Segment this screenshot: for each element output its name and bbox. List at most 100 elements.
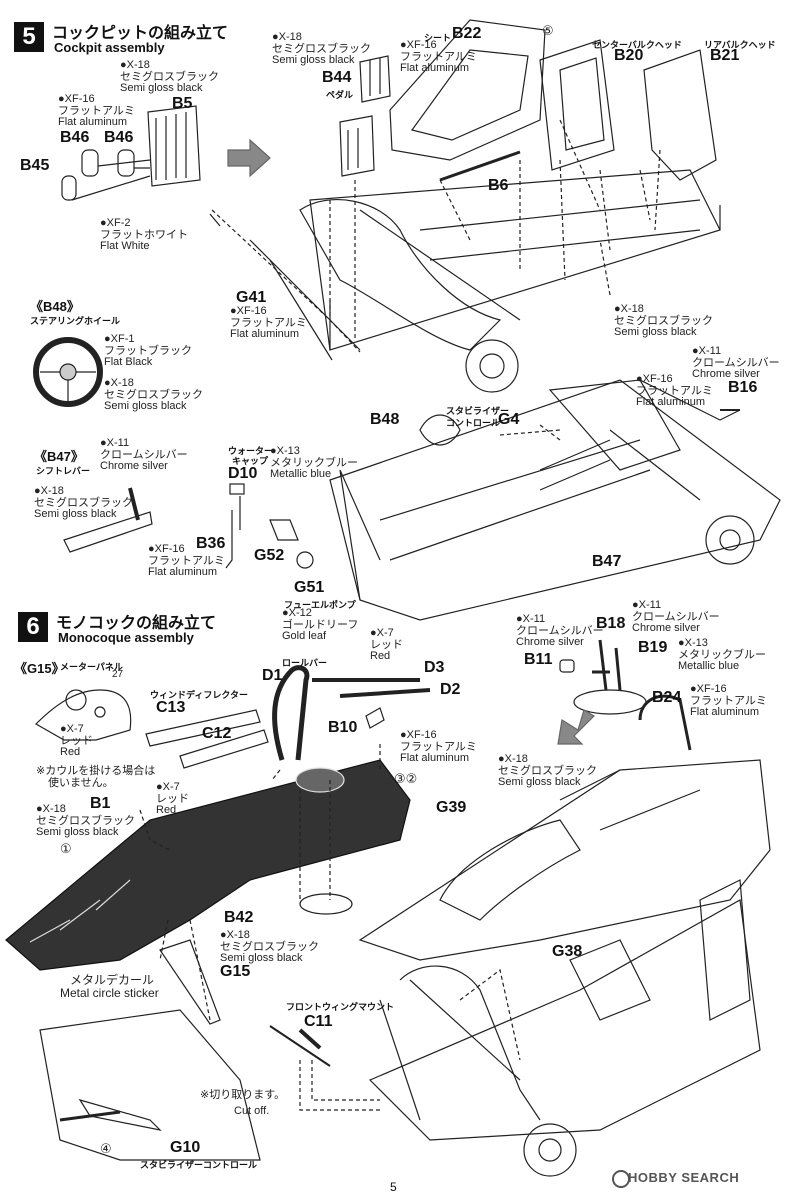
paint-callout-b5: ●X-18 セミグロスブラック Semi gloss black bbox=[120, 59, 219, 95]
shift-lever-jp: シフトレバー bbox=[36, 466, 91, 476]
paint-callout-meter-x7: ●X-7 レッド Red bbox=[60, 723, 93, 759]
paint-callout-x11: ●X-11 クロームシルバー Chrome silver bbox=[100, 437, 188, 473]
step6-title-en: Monocoque assembly bbox=[58, 630, 194, 645]
part-label-g39: G39 bbox=[436, 799, 467, 816]
part-label-g4: G4 bbox=[498, 411, 520, 428]
paint-code: ●X-18 bbox=[120, 59, 150, 71]
paint-callout-x7-red: ●X-7 レッド Red bbox=[370, 627, 403, 663]
g51-fuel-pump-shape bbox=[296, 551, 314, 569]
paint-callout-b1-x18: ●X-18 セミグロスブラック Semi gloss black bbox=[36, 803, 135, 839]
part-label-b48: B48 bbox=[370, 411, 400, 428]
paint-callout-b24-xf16: ●XF-16 フラットアルミ Flat aluminum bbox=[690, 683, 767, 719]
part-label-b6: B6 bbox=[488, 177, 509, 194]
b44-pedal-block bbox=[359, 55, 391, 103]
paint-callout-b1-x7: ●X-7 レッド Red bbox=[156, 781, 189, 817]
paint-callout-x12: ●X-12 ゴールドリーフ Gold leaf bbox=[282, 607, 359, 643]
center-bulkhead-label-jp: センターバルクヘッド bbox=[592, 40, 682, 50]
g15-meter-panel-shape bbox=[35, 689, 132, 741]
arrow-downleft-shape bbox=[557, 709, 595, 745]
front-brake-disc-shape bbox=[465, 339, 519, 393]
part-label-d3: D3 bbox=[424, 659, 445, 676]
part-label-d10: D10 bbox=[228, 465, 258, 482]
part-label-b45: B45 bbox=[20, 157, 50, 174]
b20-center-bulkhead-shape bbox=[539, 39, 615, 171]
step6-number-badge: 6 bbox=[18, 612, 48, 642]
paint-callout-xf1: ●XF-1 フラットブラック Flat Black bbox=[104, 333, 192, 369]
b5-pedal-plate-shape bbox=[147, 105, 201, 187]
b22-seat-shape bbox=[389, 19, 546, 161]
circled-number-1: ① bbox=[60, 841, 72, 856]
paint-callout-xf2: ●XF-2 フラットホワイト Flat White bbox=[100, 217, 188, 253]
arrow-right-shape bbox=[227, 138, 271, 178]
part-label-b19: B19 bbox=[638, 639, 668, 656]
steering-wheel-jp: ステアリングホイール bbox=[30, 316, 121, 326]
pedal-label-jp: ペダル bbox=[326, 90, 354, 100]
d10-cap-shape bbox=[229, 483, 245, 495]
watermark-logo-icon bbox=[612, 1170, 630, 1188]
paint-callout-x13: ●X-13 メタリックブルー Metallic blue bbox=[270, 445, 358, 481]
part-label-b18: B18 bbox=[596, 615, 626, 632]
stabilizer-jp-2: コントロール bbox=[446, 418, 501, 428]
stabilizer-control-jp: スタビライザーコントロール bbox=[140, 1160, 258, 1170]
paint-callout-b16-xf16: ●XF-16 フラットアルミ Flat aluminum bbox=[636, 373, 713, 409]
part-label-b44: B44 bbox=[322, 69, 352, 86]
steering-wheel-shape bbox=[33, 337, 103, 407]
step5-number-badge: 5 bbox=[14, 22, 44, 52]
fuel-pump-jp: フューエルポンプ bbox=[284, 600, 356, 610]
paint-callout-b42-x18: ●X-18 セミグロスブラック Semi gloss black bbox=[220, 929, 319, 965]
part-label-g52: G52 bbox=[254, 547, 285, 564]
part-label-b20: B20 bbox=[614, 47, 644, 64]
part-label-c13: C13 bbox=[156, 699, 186, 716]
part-label-b21: B21 bbox=[710, 47, 740, 64]
meter-panel-jp: メーターパネル bbox=[60, 662, 123, 672]
part-label-d2: D2 bbox=[440, 681, 461, 698]
paint-callout-bulkhead-x18: ●X-18 セミグロスブラック Semi gloss black bbox=[614, 303, 713, 339]
page-number: 5 bbox=[390, 1180, 397, 1194]
wind-deflector-jp: ウィンドディフレクター bbox=[150, 690, 249, 700]
step5-title-en: Cockpit assembly bbox=[54, 40, 165, 55]
paint-callout-b10-xf16: ●XF-16 フラットアルミ Flat aluminum bbox=[400, 729, 477, 765]
monocoque-right-shape bbox=[358, 759, 771, 961]
b6-rod-shape bbox=[439, 150, 521, 182]
paint-callout-b11-x11: ●X-11 クロームシルバー Chrome silver bbox=[516, 613, 604, 649]
b46-cylinder-right bbox=[117, 149, 135, 177]
paint-callout-b44-x18: ●X-18 セミグロスブラック Semi gloss black bbox=[272, 31, 371, 67]
part-label-b47: B47 bbox=[592, 553, 622, 570]
part-label-b11: B11 bbox=[524, 651, 553, 668]
c12-deflector-shape bbox=[179, 729, 269, 769]
g15-panel-shape bbox=[159, 939, 221, 1025]
cut-off-note: ※切り取ります。 Cut off. bbox=[200, 1089, 286, 1117]
part-label-b36: B36 bbox=[196, 535, 226, 552]
paint-callout-g41: ●XF-16 フラットアルミ Flat aluminum bbox=[230, 305, 307, 341]
front-wheel-hub-shape bbox=[523, 1123, 577, 1177]
paint-name-en: Semi gloss black bbox=[120, 82, 203, 95]
chassis-assembled-shape bbox=[368, 899, 761, 1141]
cowl-note: ※カウルを掛ける場合は 使いません。 bbox=[36, 765, 156, 789]
part-label-g15: G15 bbox=[220, 963, 251, 980]
b10-part-shape bbox=[365, 707, 385, 729]
rear-bulkhead-label-jp: リアバルクヘッド bbox=[704, 40, 776, 50]
b45-cylinder bbox=[61, 175, 77, 201]
paint-callout-b36: ●XF-16 フラットアルミ Flat aluminum bbox=[148, 543, 225, 579]
part-label-b42: B42 bbox=[224, 909, 254, 926]
meter-panel-title: 《G15》 bbox=[14, 661, 65, 676]
d1-rollbar-shape bbox=[272, 665, 310, 761]
part-label-g38: G38 bbox=[552, 943, 583, 960]
b11-knob-shape bbox=[559, 659, 575, 673]
part-label-b22: B22 bbox=[452, 25, 482, 42]
part-label-b24: B24 bbox=[652, 689, 682, 706]
paint-callout-g39-x18: ●X-18 セミグロスブラック Semi gloss black bbox=[498, 753, 597, 789]
step5-title-jp: コックピットの組み立て bbox=[52, 25, 229, 42]
circled-number-27: 27 bbox=[112, 669, 124, 680]
b46-cylinder-left bbox=[81, 149, 99, 177]
watermark-text: HOBBY SEARCH bbox=[628, 1170, 740, 1185]
paint-callout-b44-xf16: ●XF-16 フラットアルミ Flat aluminum bbox=[400, 39, 477, 75]
b44-pedal-frame bbox=[339, 115, 375, 177]
part-label-b46-right: B46 bbox=[104, 129, 134, 146]
paint-callout-wheel-x18: ●X-18 セミグロスブラック Semi gloss black bbox=[104, 377, 203, 413]
part-label-g41: G41 bbox=[236, 289, 267, 306]
b47-shift-lever-shape bbox=[63, 511, 153, 553]
c13-deflector-shape bbox=[145, 709, 261, 747]
front-wing-mount-jp: フロントウィングマウント bbox=[286, 1002, 395, 1012]
